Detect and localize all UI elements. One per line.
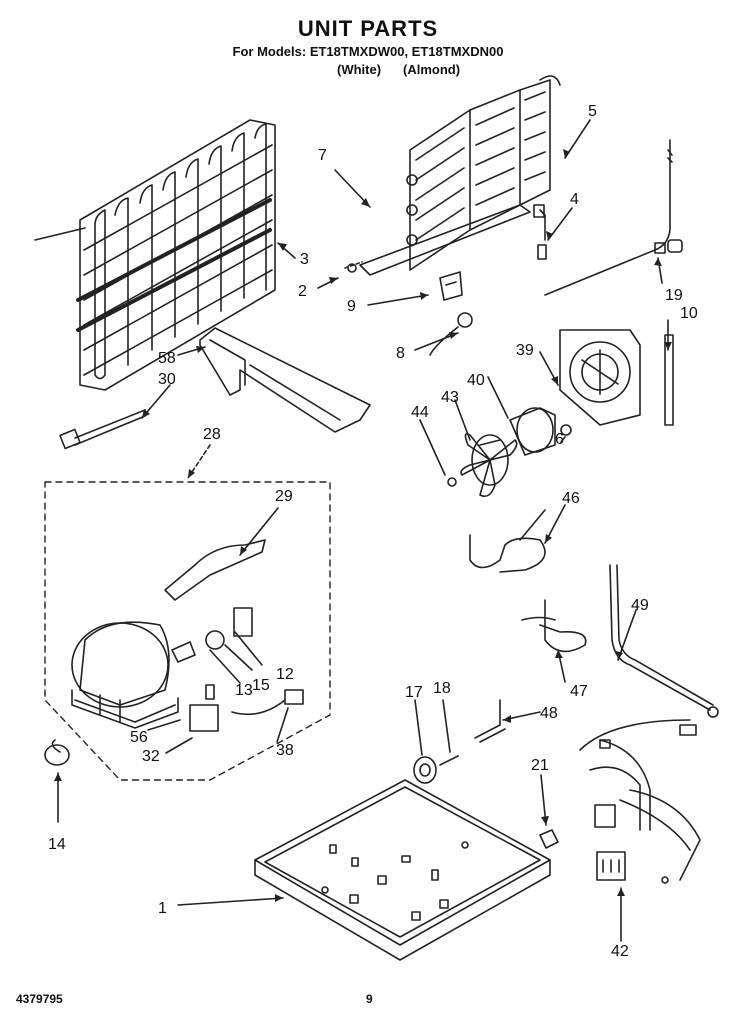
- base-frame-drawing: [254, 755, 559, 961]
- callout-8: 8: [396, 345, 405, 362]
- compressor-drawing: [44, 539, 304, 766]
- arrowheads: [54, 149, 672, 902]
- callout-18: 18: [433, 680, 451, 697]
- finish-almond-label: (Almond): [403, 62, 461, 77]
- callout-12: 12: [276, 666, 294, 683]
- callout-3: 3: [300, 251, 309, 268]
- page-title: UNIT PARTS: [297, 16, 439, 41]
- callout-17: 17: [405, 684, 423, 701]
- callout-48: 48: [540, 705, 558, 722]
- wiring-harness-drawing: [579, 719, 701, 884]
- callout-49: 49: [631, 597, 649, 614]
- callout-7: 7: [318, 147, 327, 164]
- callout-44: 44: [411, 404, 429, 421]
- callout-10: 10: [680, 305, 698, 322]
- compressor-group-outline: [44, 481, 331, 781]
- callout-labels: 1 2 3 4 5 6 7 8 9 10 12 13 14 15 17 18 1…: [48, 103, 698, 960]
- callout-2: 2: [298, 283, 307, 300]
- callout-39: 39: [516, 342, 534, 359]
- callout-56: 56: [130, 729, 148, 746]
- fan-motor-drawing: [429, 312, 674, 498]
- callout-13: 13: [235, 682, 253, 699]
- tubing-drawing: [469, 509, 719, 743]
- callout-15: 15: [252, 677, 270, 694]
- condenser-coil-drawing: [34, 119, 276, 391]
- drain-pan-drawing: [199, 327, 371, 433]
- callout-43: 43: [441, 389, 459, 406]
- callout-58: 58: [158, 350, 176, 367]
- callout-1: 1: [158, 900, 167, 917]
- callout-30: 30: [158, 371, 176, 388]
- callout-32: 32: [142, 748, 160, 765]
- defrost-heater-drawing: [533, 139, 683, 296]
- callout-5: 5: [588, 103, 597, 120]
- sensor-drawing: [59, 409, 146, 450]
- document-number: 4379795: [16, 992, 63, 1006]
- callout-21: 21: [531, 757, 549, 774]
- callout-47: 47: [570, 683, 588, 700]
- callout-28: 28: [203, 426, 221, 443]
- bracket-drawing: [439, 271, 463, 301]
- callout-14: 14: [48, 836, 66, 853]
- callout-38: 38: [276, 742, 294, 759]
- callout-46: 46: [562, 490, 580, 507]
- model-numbers: For Models: ET18TMXDW00, ET18TMXDN00: [232, 44, 504, 59]
- callout-42: 42: [611, 943, 629, 960]
- callout-29: 29: [275, 488, 293, 505]
- callout-6: 6: [555, 431, 564, 448]
- finish-white-label: (White): [337, 62, 382, 77]
- callout-40: 40: [467, 372, 485, 389]
- callout-4: 4: [570, 191, 579, 208]
- leader-lines: [57, 119, 669, 942]
- callout-19: 19: [665, 287, 683, 304]
- page-number: 9: [366, 992, 373, 1006]
- evaporator-drawing: [344, 75, 561, 276]
- callout-9: 9: [347, 298, 356, 315]
